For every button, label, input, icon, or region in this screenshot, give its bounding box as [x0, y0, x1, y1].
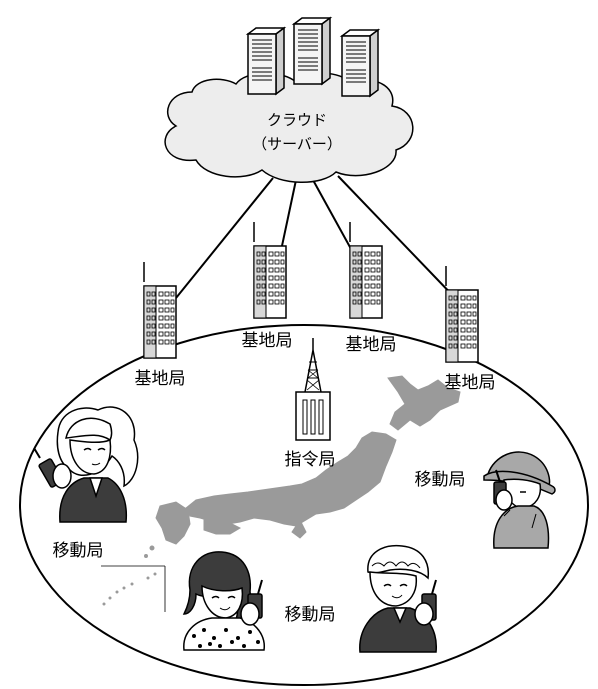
- base-station-label: 基地局: [242, 331, 293, 351]
- building-icon: [349, 221, 383, 319]
- cloud-label-line1: クラウド: [267, 111, 327, 129]
- island-inset: [101, 565, 166, 612]
- mobile-station-label: 移動局: [285, 605, 336, 625]
- base-station-label: 基地局: [346, 335, 397, 355]
- command-station-label: 指令局: [285, 450, 336, 470]
- building-icon: [445, 265, 479, 363]
- mobile-station-label: 移動局: [53, 541, 104, 561]
- cloud: クラウド （サーバー）: [164, 72, 414, 183]
- japan-map: [144, 375, 461, 558]
- building-icon: [143, 261, 177, 359]
- base-station-label: 基地局: [445, 373, 496, 393]
- base-station-label: 基地局: [135, 369, 186, 389]
- mobile-station-label: 移動局: [415, 470, 466, 490]
- building-icon: [253, 221, 287, 319]
- cloud-label-line2: （サーバー）: [252, 135, 342, 153]
- person-with-radio-icon: [33, 406, 139, 523]
- network-links: [175, 175, 460, 303]
- server-icon: [247, 17, 379, 97]
- person-with-radio-icon: [359, 544, 437, 653]
- radio-tower-icon: [295, 338, 331, 441]
- person-with-radio-icon: [182, 551, 265, 651]
- person-with-radio-icon: [483, 451, 556, 549]
